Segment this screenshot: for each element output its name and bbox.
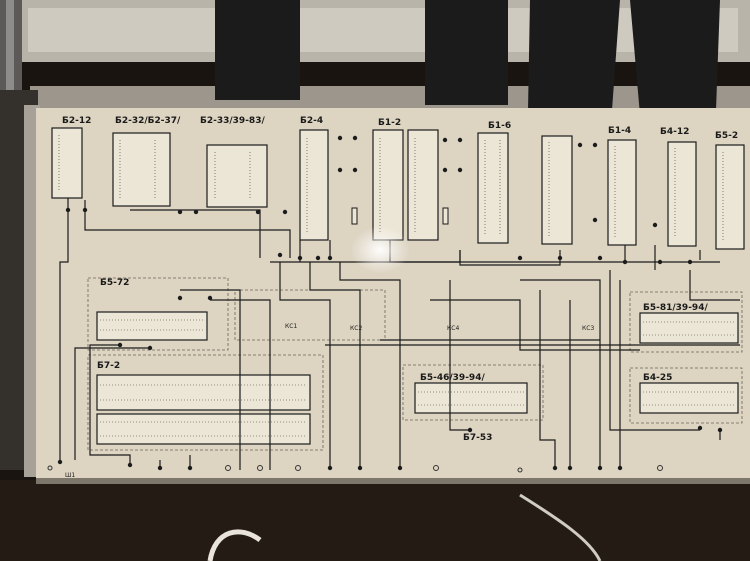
- label-b7-2: Б7-2: [97, 361, 120, 371]
- bottom-white-cable: [207, 529, 262, 561]
- label-b1-2: Б1-2: [378, 118, 401, 128]
- lower-blocks: [96, 311, 739, 445]
- resistor-1: [351, 207, 358, 225]
- label-b5-2: Б5-2: [715, 131, 738, 141]
- bottom-shadow: [0, 480, 750, 561]
- top-rail: [30, 86, 750, 112]
- ribbon-cable-3: [528, 0, 620, 110]
- panel-bottom-edge: [36, 478, 750, 484]
- label-kc4: КС4: [447, 325, 459, 332]
- vertical-pin-texture: [58, 135, 724, 242]
- label-b2-12: Б2-12: [62, 116, 91, 126]
- left-pipe-highlight: [6, 0, 14, 90]
- ribbon-cable-2: [425, 0, 508, 105]
- label-b2-33: Б2-33/39-83/: [200, 116, 265, 126]
- label-b5-46: Б5-46/39-94/: [420, 373, 485, 383]
- ribbon-cable-1: [215, 0, 300, 100]
- label-b4-25: Б4-25: [643, 373, 672, 383]
- label-b7-53: Б7-53: [463, 433, 492, 443]
- top-row-blocks: [51, 127, 745, 250]
- label-b2-4: Б2-4: [300, 116, 323, 126]
- label-kc2: КС2: [350, 325, 362, 332]
- top-cabinet-inner: [28, 8, 738, 52]
- label-b5-81: Б5-81/39-94/: [643, 303, 708, 313]
- label-b4-12: Б4-12: [660, 127, 689, 137]
- flash-glare: [350, 226, 410, 274]
- label-sh-bottom: Ш1: [65, 472, 75, 479]
- label-b1-4: Б1-4: [608, 126, 631, 136]
- label-b1-6: Б1-6: [488, 121, 511, 131]
- label-kc3: КС3: [582, 325, 594, 332]
- pin-texture: [100, 319, 735, 437]
- junction-dots: [57, 135, 723, 471]
- label-b5-72: Б5-72: [100, 278, 129, 288]
- ribbon-cable-4: [630, 0, 720, 115]
- bottom-white-cable-2: [519, 493, 602, 561]
- label-kc1: КС1: [285, 323, 297, 330]
- label-b2-32: Б2-32/Б2-37/: [115, 116, 181, 126]
- contact-rings: [47, 465, 663, 473]
- resistor-2: [442, 207, 449, 225]
- wiring: [59, 198, 740, 470]
